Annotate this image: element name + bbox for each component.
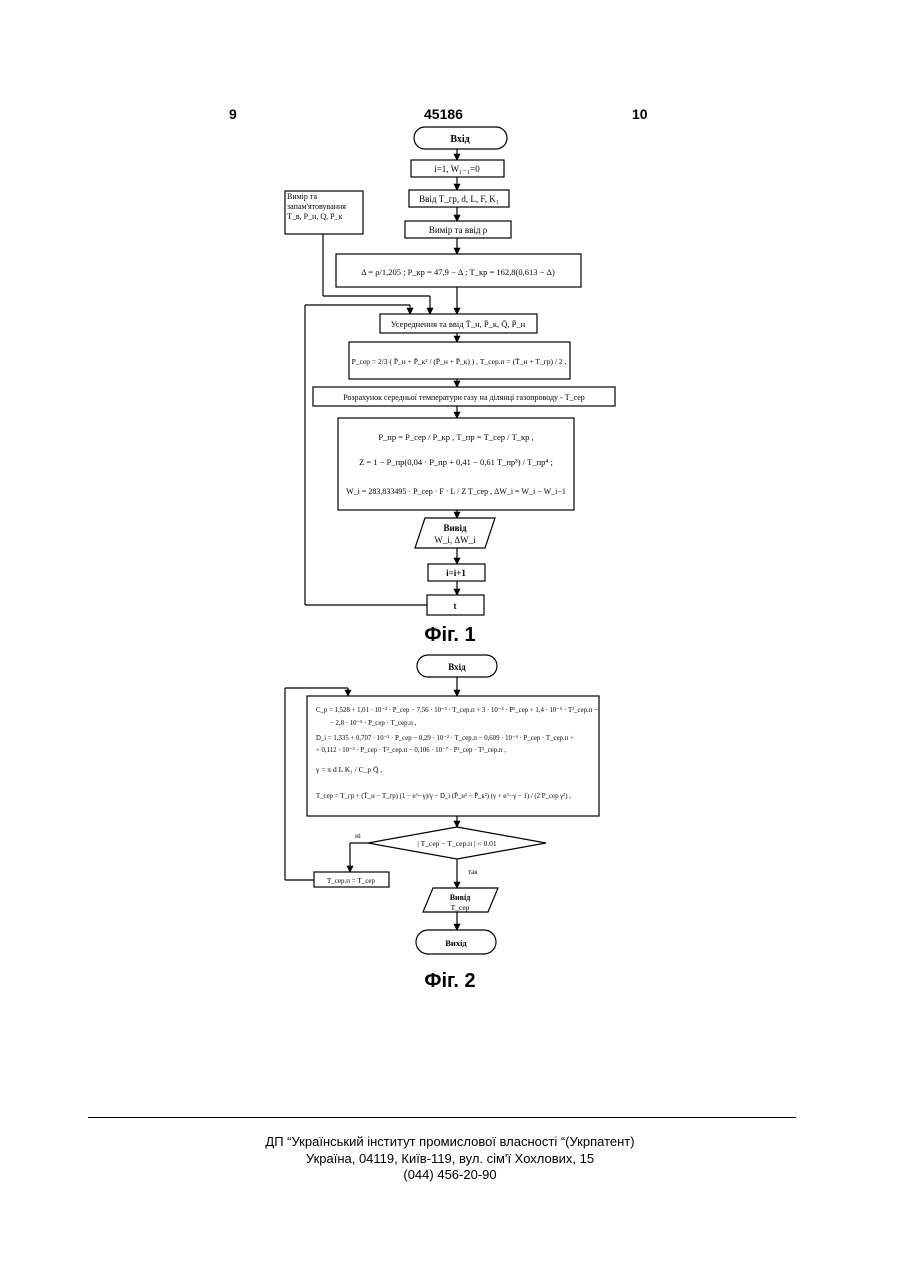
fig1-calc-line-3: W_i = 283,833495 · P_сер · F · L / Z T_с… (346, 487, 566, 496)
fig2-formula-line-5: γ = π d L K₁ / C_p Q̄ , (315, 765, 382, 774)
fig2-formula-line-6: T_сер = T_гр + (T̄_н − T_гр) (1 − e^−γ)/… (316, 793, 571, 800)
fig2-output-line-2: T_сер (451, 903, 470, 912)
fig2-output-line-1: Вивід (450, 893, 471, 902)
fig1-pressure-text: P_сер = 2/3 ( P̄_н + P̄_к² / (P̄_н + P̄_… (352, 357, 567, 366)
fig2-end-text: Вихід (445, 938, 467, 948)
fig1-calc-line-2: Z = 1 − P_пр(0,04 · P_пр + 0,41 − 0,61 T… (359, 457, 553, 467)
footer-line-1: ДП “Український інститут промислової вла… (0, 1134, 900, 1150)
fig2-yes-label: так (468, 868, 478, 876)
fig1-calc-temp-text: Розрахунок середньої температури газу на… (343, 393, 585, 402)
fig2-no-label: ні (355, 832, 361, 840)
fig2-assign-text: T_сер.п = T_сер (327, 877, 376, 885)
footer-line-3: (044) 456-20-90 (0, 1167, 900, 1183)
fig1-measure-rho-text: Вимір та ввід ρ (429, 225, 488, 235)
fig2-formula-line-2: − 2,8 · 10⁻⁵ · P_сер · T_сер.п , (330, 720, 417, 727)
fig1-output-line-2: W_i, ΔW_i (434, 535, 476, 545)
fig2-formula-line-3: D_i = 1,335 + 0,707 · 10⁻² · P_сер − 0,2… (316, 735, 574, 742)
fig1-output-line-1: Вивід (443, 523, 467, 533)
fig2-label: Фіг. 2 (0, 970, 900, 993)
fig2-start-text: Вхід (448, 662, 466, 672)
fig2-formula-line-4: + 0,112 · 10⁻³ · P_сер · T²_сер.п − 0,10… (316, 747, 506, 754)
fig1-calc-line-1: P_пр = P_сер / P_кр , T_пр = T_сер / T_к… (378, 432, 533, 442)
footer-line-2: Україна, 04119, Київ-119, вул. сім'ї Хох… (0, 1151, 900, 1167)
fig2-formula-line-1: C_p = 1,528 + 1,01 · 10⁻² · P_сер − 7,56… (316, 707, 598, 714)
fig1-increment-text: i=i+1 (446, 568, 466, 578)
flowchart-fig2: Вхід C_p = 1,528 + 1,01 · 10⁻² · P_сер −… (0, 640, 900, 970)
fig1-start-text: Вхід (450, 134, 469, 145)
fig2-condition-text: | T_сер − T_сер.п | < 0.01 (417, 839, 497, 848)
flowchart-fig1: Вхід i=1, W₁₋₁=0 Ввід T_гр, d, L, F, K₁ … (0, 0, 900, 640)
fig1-wait-text: t (454, 601, 457, 611)
fig1-measure-side-text: Вимір та запам'ятовування T_в, P_н, Q, P… (287, 192, 362, 222)
fig1-averaging-text: Усереднення та ввід T̄_н, P̄_к, Q̄, P̄_н (391, 319, 526, 329)
fig1-init-text: i=1, W₁₋₁=0 (434, 164, 480, 174)
footer-divider (88, 1117, 796, 1118)
fig1-delta-text: Δ = ρ/1,205 ; P_кр = 47,9 − Δ ; T_кр = 1… (361, 267, 555, 277)
fig1-input-text: Ввід T_гр, d, L, F, K₁ (419, 194, 499, 204)
